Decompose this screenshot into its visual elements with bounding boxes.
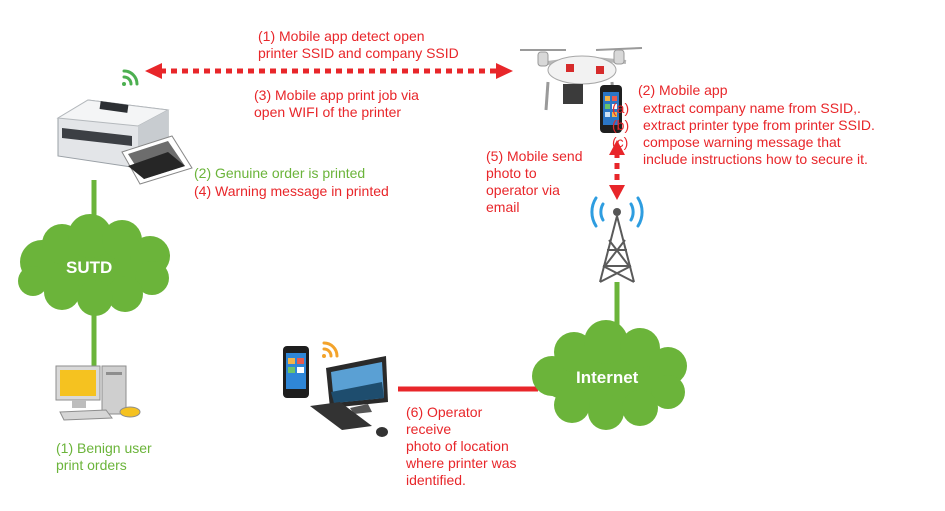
mouse-icon — [376, 427, 388, 437]
step-operator-line-5: identified. — [406, 472, 466, 488]
sutd-cloud — [18, 214, 170, 316]
mobile-app-step-key: (a) — [612, 100, 630, 116]
step-benign-line-2: print orders — [56, 457, 127, 473]
operator-wifi-icon — [322, 341, 339, 358]
step-mobile-app-title: (2) Mobile app — [638, 82, 728, 98]
step-print-job-line-1: (3) Mobile app print job via — [254, 87, 419, 103]
sutd-label: SUTD — [66, 258, 113, 277]
step-print-job-line-2: open WIFI of the printer — [254, 104, 402, 120]
mobile-app-step-line: extract printer type from printer SSID. — [643, 117, 875, 133]
step-benign-line-1: (1) Benign user — [56, 440, 152, 456]
keyboard-icon — [310, 402, 372, 430]
step-operator-line-4: where printer was — [406, 455, 517, 471]
step-operator-line-3: photo of location — [406, 438, 509, 454]
laptop-icon — [283, 346, 309, 398]
desktop-computer-icon — [55, 365, 141, 421]
mobile-app-step-line: include instructions how to secure it. — [643, 151, 868, 167]
cell-tower-icon — [590, 196, 644, 283]
link-phone-tower — [609, 140, 625, 200]
mobile-app-step-line: compose warning message that — [643, 134, 841, 150]
step-send-photo-line-4: email — [486, 199, 520, 215]
step-send-photo-label: (5) Mobile send photo to operator via em… — [486, 148, 583, 216]
step-genuine-printed-label: (2) Genuine order is printed — [194, 165, 366, 181]
mobile-app-step-text: extract company name from SSID,. — [643, 100, 861, 117]
step-operator-label: (6) Operator receive photo of location w… — [406, 404, 517, 489]
mobile-app-step-1: (b) extract printer type from printer SSI… — [612, 117, 875, 134]
step-operator-line-1: (6) Operator — [406, 404, 483, 420]
photo-print-icon — [121, 135, 193, 185]
mobile-app-step-text: extract printer type from printer SSID. — [643, 117, 875, 134]
internet-label: Internet — [576, 368, 639, 387]
wifi-icon — [122, 69, 139, 86]
smartphone-icon — [600, 85, 622, 133]
step-send-photo-line-2: photo to — [486, 165, 537, 181]
step-benign-user-label: (1) Benign user print orders — [56, 440, 152, 474]
mobile-app-steps-list: (a) extract company name from SSID,. (b) ex… — [612, 100, 875, 168]
mobile-app-step-0: (a) extract company name from SSID,. — [612, 100, 875, 117]
mobile-app-step-key: (b) — [612, 117, 630, 133]
step-detect-label: (1) Mobile app detect open printer SSID … — [258, 28, 459, 62]
step-detect-line-1: (1) Mobile app detect open — [258, 28, 425, 44]
step-send-photo-line-3: operator via — [486, 182, 560, 198]
step-print-job-label: (3) Mobile app print job via open WIFI o… — [254, 87, 419, 121]
wifi-link-printer-drone — [145, 63, 513, 79]
step-send-photo-line-1: (5) Mobile send — [486, 148, 583, 164]
step-warning-printed-label: (4) Warning message in printed — [194, 183, 389, 199]
mobile-app-step-line: extract company name from SSID,. — [643, 100, 861, 116]
drone-icon — [520, 47, 643, 111]
step-detect-line-2: printer SSID and company SSID — [258, 45, 459, 61]
mobile-app-step-key: (c) — [612, 134, 629, 150]
monitor-icon — [326, 356, 388, 414]
internet-cloud — [532, 320, 687, 430]
step-operator-line-2: receive — [406, 421, 452, 437]
